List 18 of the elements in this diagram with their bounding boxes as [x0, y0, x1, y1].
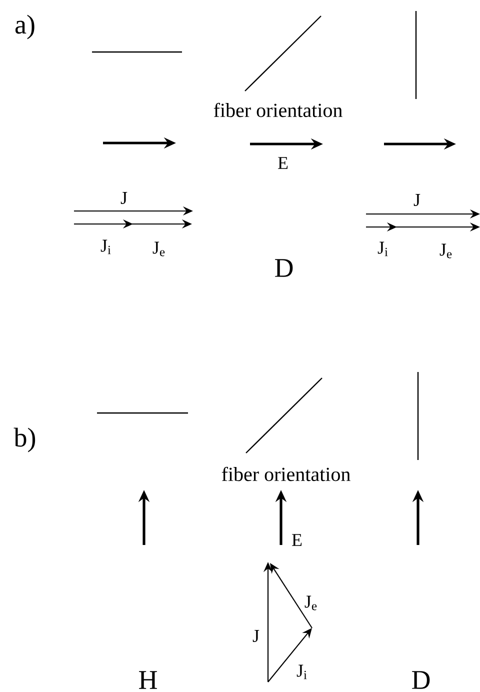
- vector-label: J$_{i}$: [378, 242, 388, 256]
- region-label: D: [412, 671, 430, 689]
- fiber-label: fiber orientation: [222, 466, 350, 482]
- vector-label: J: [414, 194, 420, 206]
- panel-label: a): [15, 14, 34, 40]
- vector-label: J$_{e}$: [440, 244, 452, 258]
- vector-label: E: [278, 157, 288, 169]
- region-label: H: [139, 671, 157, 689]
- vector-label: J$_{i}$: [296, 664, 307, 680]
- vector-label: J: [120, 192, 128, 204]
- vector-label: J$_{i}$: [100, 240, 111, 254]
- region-label: D: [275, 259, 293, 277]
- vector-label: J$_{e}$: [152, 242, 165, 256]
- fiber-label: fiber orientation: [214, 102, 342, 118]
- panel-label: b): [14, 428, 36, 452]
- vector-label: J: [252, 630, 260, 642]
- vector-label: J$_{e}$: [304, 596, 317, 610]
- vector-label: E: [292, 534, 302, 546]
